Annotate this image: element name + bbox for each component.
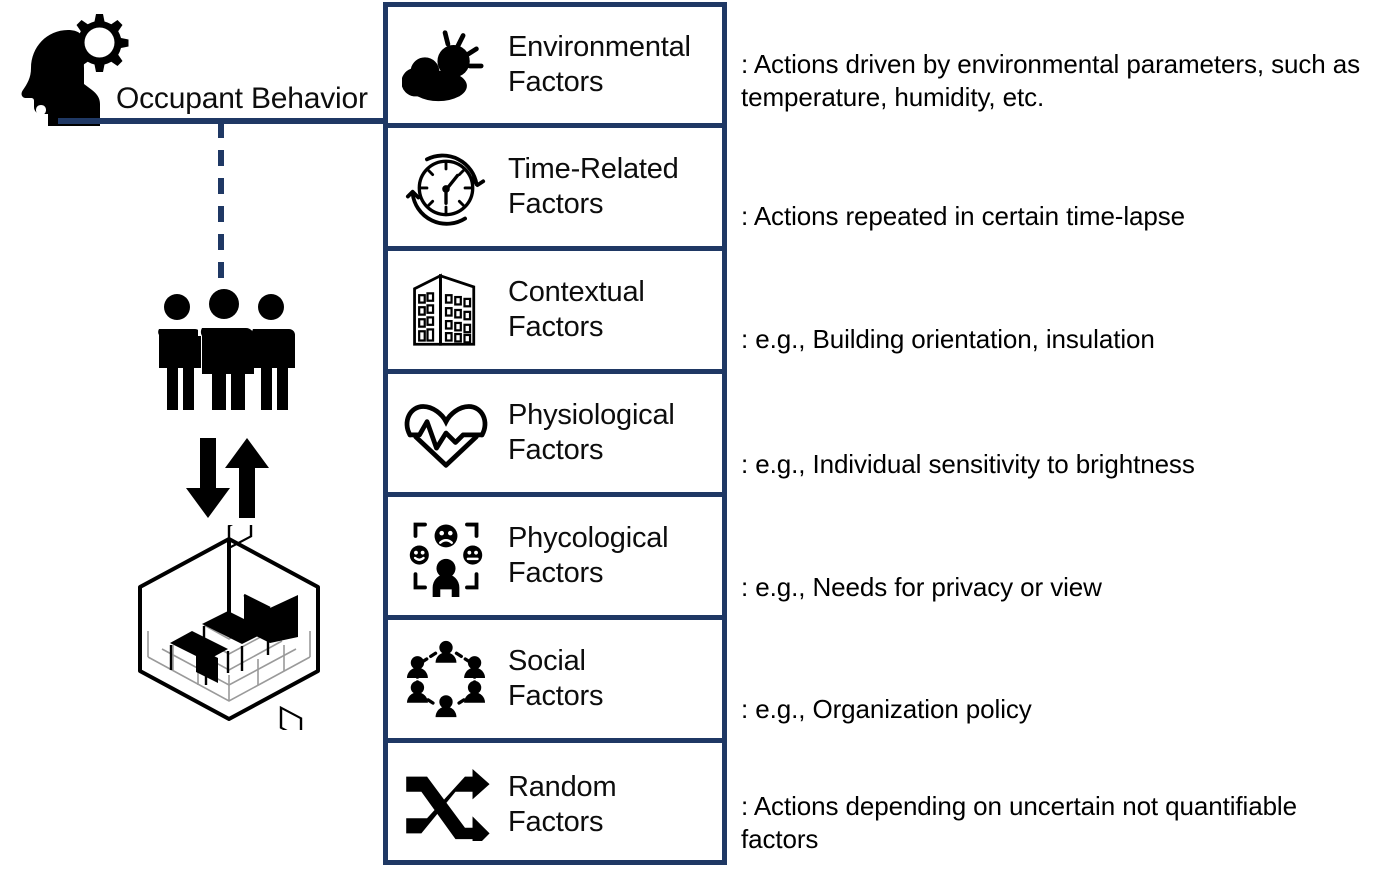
factor-row[interactable]: Physiological Factors xyxy=(388,374,722,497)
factor-description: : e.g., Individual sensitivity to bright… xyxy=(741,449,1195,479)
factor-label-line1: Social xyxy=(508,645,586,677)
bidirectional-arrows-icon xyxy=(175,438,280,518)
factor-label-line1: Phycological xyxy=(508,522,669,554)
sun-behind-cloud-icon xyxy=(398,22,494,108)
factor-label-line1: Time-Related xyxy=(508,153,679,185)
factor-label-line2: Factors xyxy=(508,434,604,466)
factor-description: : Actions depending on uncertain not qua… xyxy=(741,791,1297,854)
vertical-dashed-connector xyxy=(218,122,224,292)
factor-label: Time-Related Factors xyxy=(494,152,722,222)
factor-description: : Actions repeated in certain time-lapse xyxy=(741,201,1186,231)
factor-label: Contextual Factors xyxy=(494,275,722,345)
factor-description: : e.g., Building orientation, insulation xyxy=(741,324,1155,354)
factor-description: : e.g., Organization policy xyxy=(741,694,1032,724)
factor-label-line2: Factors xyxy=(508,680,604,712)
factor-label-line1: Contextual xyxy=(508,276,645,308)
people-network-icon xyxy=(398,636,494,722)
isometric-office-room-icon xyxy=(118,512,340,741)
person-with-emoji-faces-icon xyxy=(398,513,494,599)
factor-row[interactable]: Time-Related Factors xyxy=(388,128,722,251)
heart-with-pulse-icon xyxy=(398,390,494,476)
factor-label: Phycological Factors xyxy=(494,521,722,591)
horizontal-connector-line xyxy=(58,118,383,124)
factor-description: : Actions driven by environmental parame… xyxy=(741,49,1361,112)
factor-label-line2: Factors xyxy=(508,806,604,838)
factor-label: Environmental Factors xyxy=(494,30,722,100)
factor-label: Random Factors xyxy=(494,770,722,840)
head-with-gear-icon xyxy=(14,8,136,126)
office-building-icon xyxy=(398,267,494,353)
factor-label-line1: Physiological xyxy=(508,399,675,431)
factor-label-line1: Random xyxy=(508,771,617,803)
factor-label-line2: Factors xyxy=(508,557,604,589)
factors-table: Environmental Factors xyxy=(383,2,727,865)
factor-row[interactable]: Phycological Factors xyxy=(388,497,722,620)
factor-row[interactable]: Random Factors xyxy=(388,743,722,867)
factor-label: Social Factors xyxy=(494,644,722,714)
factor-label: Physiological Factors xyxy=(494,398,722,468)
factor-row[interactable]: Social Factors xyxy=(388,620,722,743)
page-title: Occupant Behavior xyxy=(116,82,368,115)
factor-label-line1: Environmental xyxy=(508,31,691,63)
factor-label-line2: Factors xyxy=(508,188,604,220)
factor-description: : e.g., Needs for privacy or view xyxy=(741,572,1102,602)
factor-row[interactable]: Contextual Factors xyxy=(388,251,722,374)
factor-row[interactable]: Environmental Factors xyxy=(388,7,722,128)
three-people-icon xyxy=(150,288,298,410)
factor-label-line2: Factors xyxy=(508,311,604,343)
clock-with-arrows-icon xyxy=(398,144,494,230)
shuffle-arrows-icon xyxy=(398,762,494,848)
factor-label-line2: Factors xyxy=(508,66,604,98)
